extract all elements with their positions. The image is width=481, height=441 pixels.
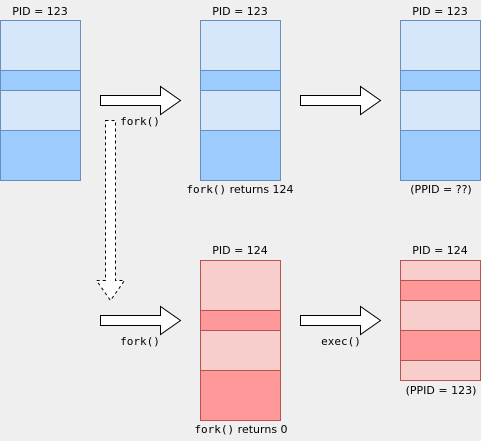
arrow-bottom-left-label: fork() <box>120 335 160 348</box>
child-1-segment-middle <box>200 330 281 371</box>
arrow-top-left-shape <box>100 85 182 116</box>
arrow-top-right-shape <box>300 85 382 116</box>
parent-2-caption: fork() returns 124 <box>186 183 293 196</box>
child-process-block-2: PID = 124 (PPID = 123) <box>400 244 481 397</box>
parent-3-segment-bottom <box>400 130 481 181</box>
parent-2-caption-code: fork() <box>186 183 226 196</box>
parent-3-caption: (PPID = ??) <box>410 183 471 196</box>
child-1-pid-label: PID = 124 <box>212 244 268 257</box>
child-2-segment-middle <box>400 300 481 331</box>
child-process-block-1: PID = 124 fork() returns 0 <box>194 244 287 436</box>
parent-2-pid-label: PID = 123 <box>212 5 268 18</box>
parent-process-block-1: PID = 123 <box>0 5 81 181</box>
parent-3-segment-highlight <box>400 70 481 91</box>
child-2-segment-highlight-1 <box>400 280 481 301</box>
parent-1-pid-label: PID = 123 <box>12 5 68 18</box>
arrow-bottom-right-label: exec() <box>321 335 361 348</box>
parent-1-segment-middle <box>0 90 81 131</box>
child-1-caption: fork() returns 0 <box>194 423 287 436</box>
parent-1-segment-top <box>0 20 81 71</box>
arrow-bottom-left-shape <box>100 305 182 336</box>
fork-dashed-arrow-shape <box>95 120 126 302</box>
child-1-caption-text: returns 0 <box>234 423 287 436</box>
parent-1-segment-bottom <box>0 130 81 181</box>
fork-dashed-arrow <box>95 120 126 302</box>
arrow-bottom-right-shape <box>300 305 382 336</box>
arrow-top-left-label: fork() <box>120 115 160 128</box>
parent-2-caption-text: returns 124 <box>226 183 293 196</box>
child-2-caption: (PPID = 123) <box>406 384 477 397</box>
child-1-caption-code: fork() <box>194 423 234 436</box>
child-2-segment-highlight-2 <box>400 330 481 361</box>
parent-1-segment-highlight <box>0 70 81 91</box>
child-2-pid-label: PID = 124 <box>412 244 468 257</box>
child-1-segment-top <box>200 260 281 311</box>
parent-3-segment-top <box>400 20 481 71</box>
arrow-bottom-left: fork() <box>100 305 182 348</box>
parent-2-segment-bottom <box>200 130 281 181</box>
parent-2-segment-highlight <box>200 70 281 91</box>
arrow-top-left: fork() <box>100 85 182 128</box>
child-1-segment-bottom <box>200 370 281 421</box>
parent-2-segment-middle <box>200 90 281 131</box>
parent-process-block-2: PID = 123 fork() returns 124 <box>186 5 293 196</box>
parent-3-pid-label: PID = 123 <box>412 5 468 18</box>
parent-2-segment-top <box>200 20 281 71</box>
child-2-segment-bottom <box>400 360 481 381</box>
child-2-segment-top <box>400 260 481 281</box>
parent-3-segment-middle <box>400 90 481 131</box>
arrow-bottom-right: exec() <box>300 305 382 348</box>
child-1-segment-highlight <box>200 310 281 331</box>
arrow-top-right <box>300 85 382 116</box>
parent-process-block-3: PID = 123 (PPID = ??) <box>400 5 481 196</box>
